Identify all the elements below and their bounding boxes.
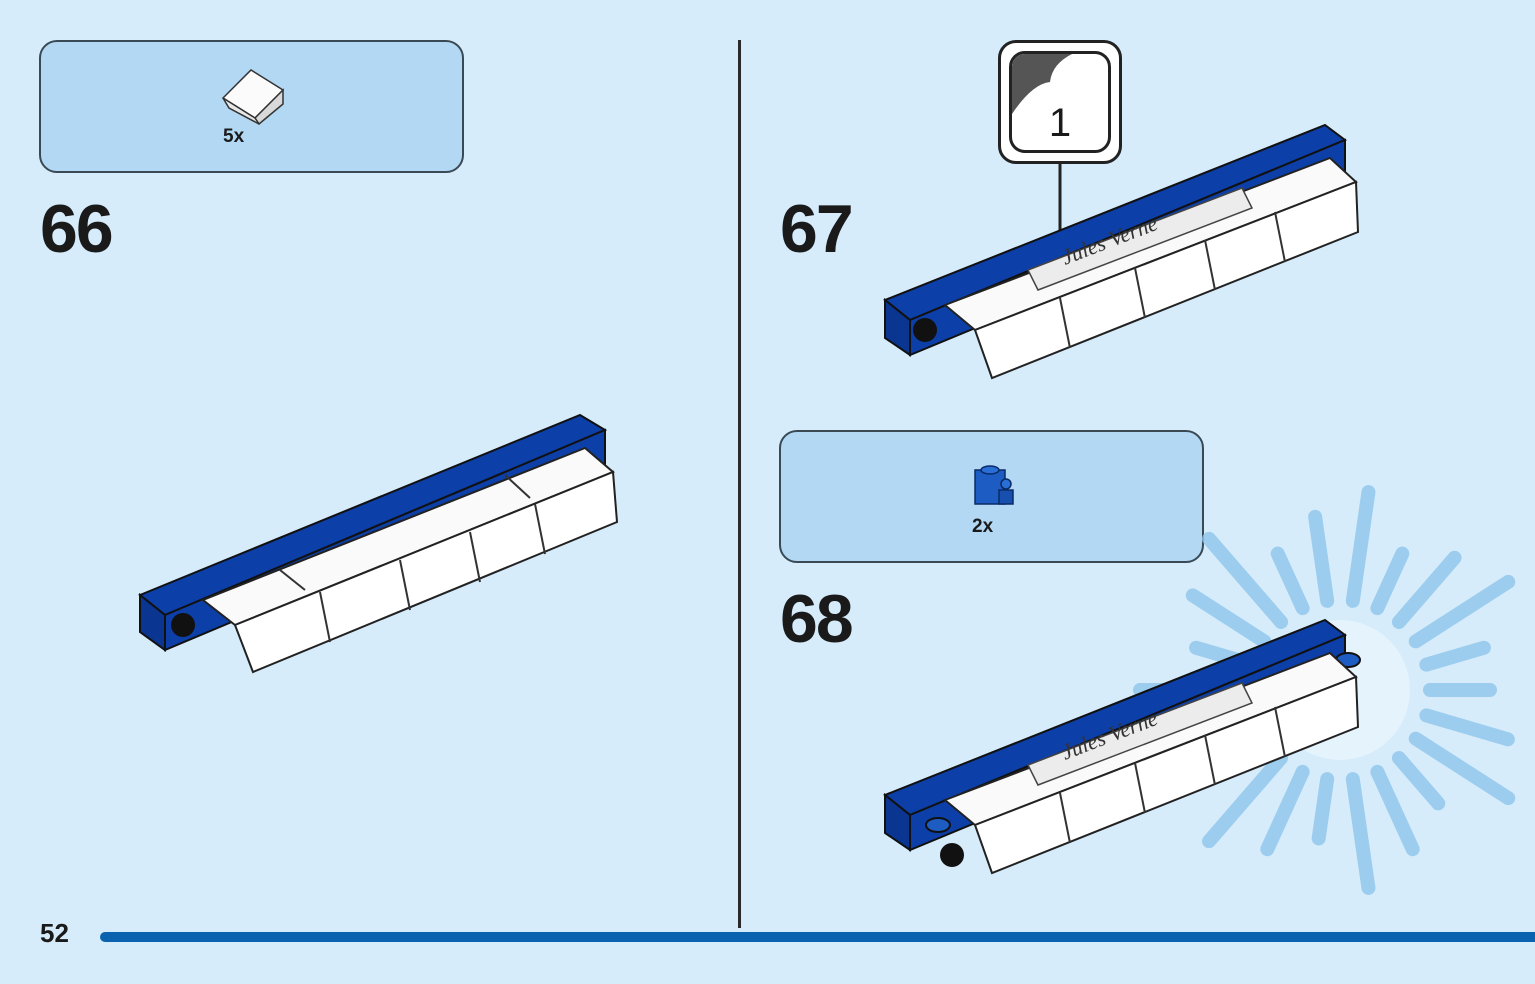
burst-ray	[1202, 531, 1289, 629]
step-number-67: 67	[780, 191, 854, 267]
burst-ray	[1308, 509, 1335, 608]
step-66-model	[138, 413, 619, 674]
slope-tile-piece-icon	[221, 69, 285, 126]
parts-box-step-68: 2x	[779, 430, 1204, 563]
step-68-model: Jules Verne	[883, 618, 1361, 875]
burst-ray	[1270, 546, 1310, 616]
blue-bracket-brick-icon	[974, 465, 1014, 505]
burst-ray	[1311, 772, 1335, 846]
parts-box-step-66: 5x	[39, 40, 464, 173]
step-number-66: 66	[40, 191, 114, 267]
burst-ray	[1408, 731, 1516, 806]
sticker-callout: 1	[998, 40, 1122, 164]
burst-ray	[1370, 764, 1420, 857]
burst-ray	[1391, 751, 1446, 811]
step-67-model: Jules Verne	[883, 123, 1360, 380]
burst-ray	[1408, 574, 1516, 649]
burst-ray	[1345, 485, 1376, 608]
burst-ray	[1202, 751, 1289, 849]
column-divider	[738, 40, 741, 928]
burst-ray	[1345, 772, 1376, 895]
sticker-icon: 1	[1009, 51, 1111, 153]
sticker-number-label: 1	[1048, 101, 1072, 145]
burst-ray	[1419, 640, 1491, 672]
burst-ray	[1370, 546, 1410, 616]
parts-quantity-label: 2x	[972, 516, 994, 537]
burst-ray	[1391, 550, 1462, 629]
page-number: 52	[40, 918, 69, 948]
burst-ray	[1260, 764, 1310, 857]
burst-ray	[1419, 708, 1515, 747]
parts-quantity-label: 5x	[223, 126, 245, 147]
burst-ray	[1185, 588, 1272, 649]
step-number-68: 68	[780, 581, 854, 657]
progress-bar	[100, 932, 1535, 942]
